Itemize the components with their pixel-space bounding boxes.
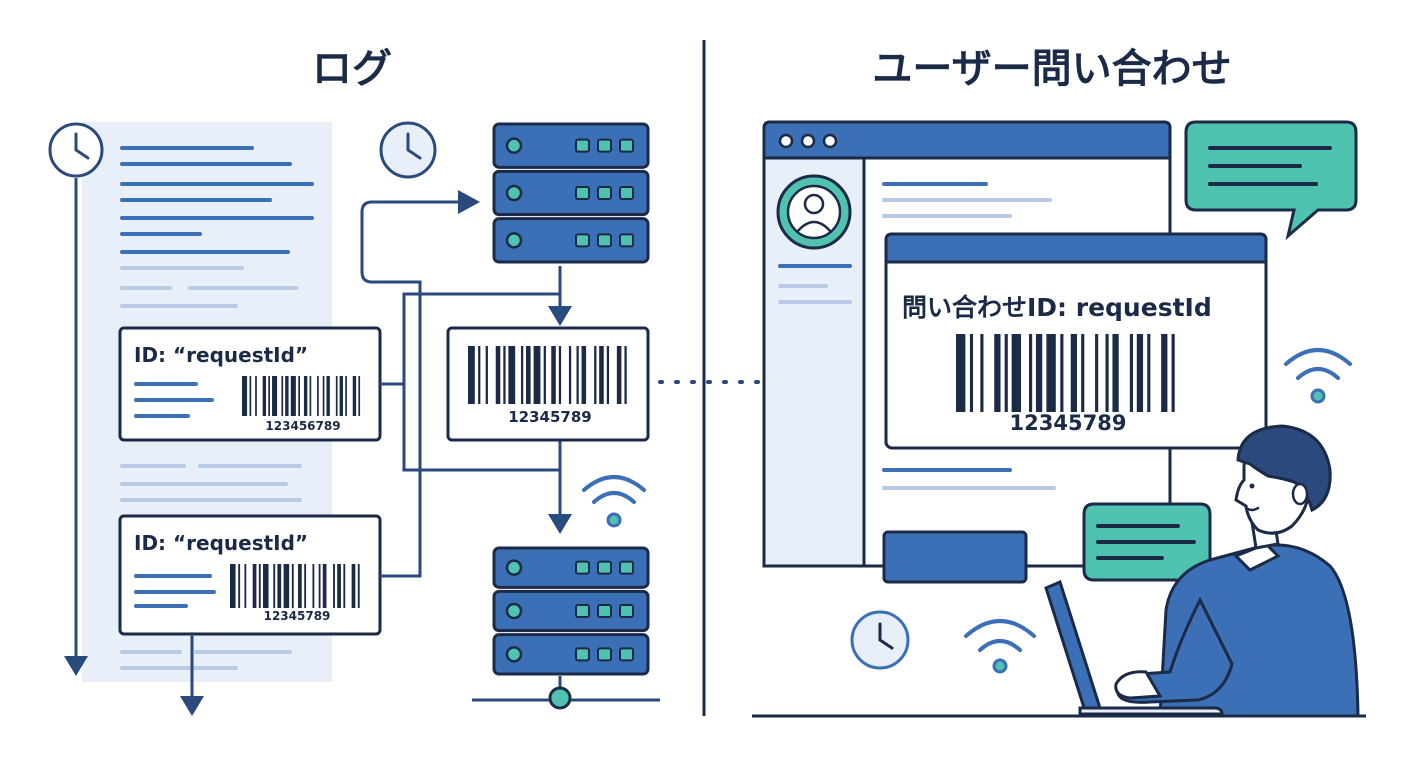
server-bottom-in-arrow bbox=[548, 514, 572, 534]
clock-icon bbox=[48, 122, 104, 178]
connector-lines bbox=[360, 200, 562, 578]
card-2-down-arrow bbox=[180, 696, 204, 716]
clock-icon bbox=[379, 121, 437, 179]
wifi-icon bbox=[1284, 348, 1352, 404]
network-node bbox=[548, 686, 572, 710]
right-panel-title: ユーザー問い合わせ bbox=[872, 46, 1231, 92]
log-lines-top bbox=[120, 146, 314, 254]
log-card-2: ID: “requestId” 12345789 bbox=[118, 514, 382, 636]
chat-bubble-icon bbox=[1184, 120, 1358, 241]
log-card-1-code: 123456789 bbox=[265, 419, 340, 433]
inquiry-id-code: 12345789 bbox=[1010, 411, 1127, 435]
timeline-arrow bbox=[64, 656, 88, 676]
barcode-in-arrow bbox=[548, 306, 572, 326]
inquiry-id-card: 問い合わせID: requestId 12345789 bbox=[884, 232, 1268, 450]
clock-icon bbox=[850, 610, 910, 670]
server-in-arrow bbox=[458, 190, 480, 214]
submit-button[interactable] bbox=[882, 530, 1028, 584]
chat-bubble-icon bbox=[1082, 502, 1212, 601]
wifi-icon bbox=[964, 619, 1036, 674]
user-avatar-icon bbox=[776, 174, 852, 250]
server-icon bbox=[492, 122, 650, 264]
log-card-1-label: ID: “requestId” bbox=[134, 343, 308, 367]
log-card-1: ID: “requestId” 123456789 bbox=[118, 326, 382, 442]
person-illustration bbox=[1044, 424, 1360, 718]
log-lines-faded bbox=[120, 266, 302, 670]
barcode-icon bbox=[468, 346, 627, 404]
wifi-icon bbox=[582, 475, 646, 528]
barcode-icon bbox=[242, 376, 361, 416]
left-panel-title: ログ bbox=[312, 46, 392, 92]
log-card-2-code: 12345789 bbox=[264, 609, 331, 623]
center-barcode-card: 12345789 bbox=[446, 326, 650, 442]
server-icon bbox=[492, 546, 650, 676]
inquiry-id-label: 問い合わせID: requestId bbox=[902, 293, 1212, 322]
barcode-icon bbox=[230, 564, 360, 608]
center-barcode-code: 12345789 bbox=[508, 408, 592, 426]
log-card-2-label: ID: “requestId” bbox=[134, 531, 308, 555]
barcode-icon bbox=[956, 334, 1175, 412]
